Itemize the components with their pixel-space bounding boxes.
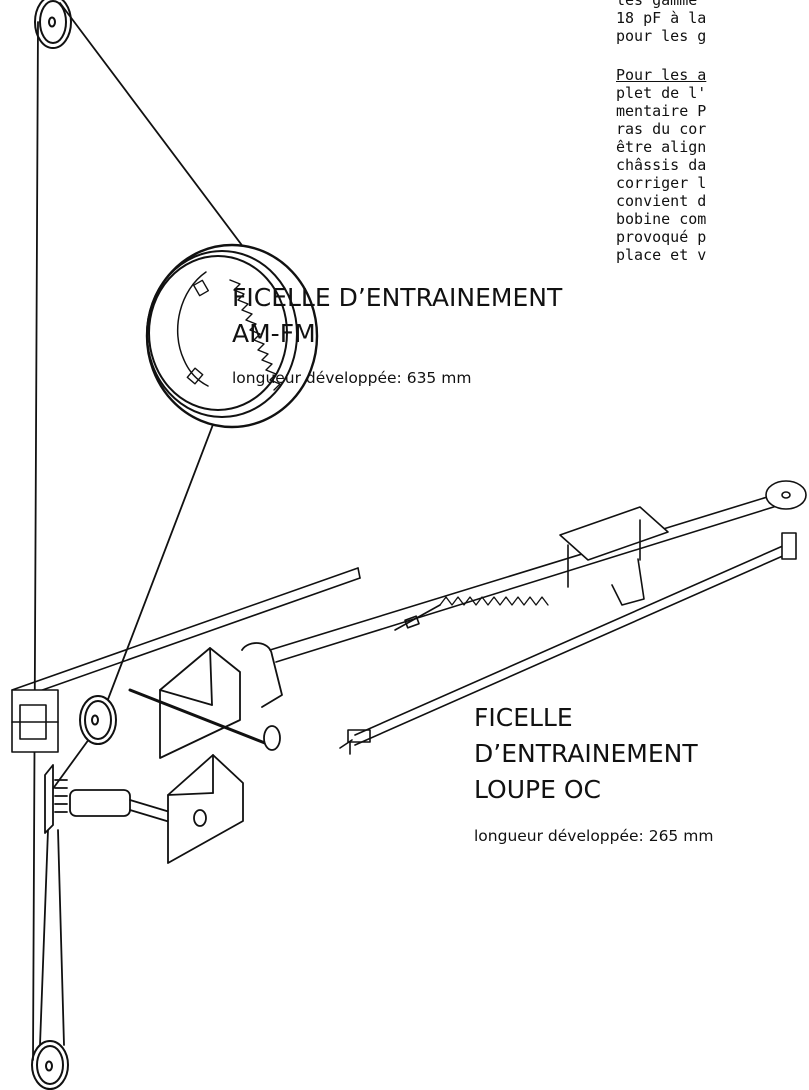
body-text-line: pour les g <box>616 27 707 45</box>
paragraph-line: mentaire P <box>616 102 707 120</box>
paragraph-line: place et v <box>616 246 707 264</box>
paragraph-line: convient d <box>616 192 707 210</box>
top-pulley <box>34 0 72 49</box>
oc-title-line1: FICELLE <box>474 703 573 732</box>
body-text-line: 18 pF à la <box>616 9 707 27</box>
paragraph-line: corriger l <box>616 174 707 192</box>
am-fm-title-line2: AM-FM <box>232 319 316 348</box>
oc-length-label: longueur développée: 265 mm <box>474 827 714 845</box>
paragraph-lead: Pour les a <box>616 66 707 84</box>
oc-title-line2: D’ENTRAINEMENT <box>474 739 698 768</box>
tuning-spindle <box>44 754 244 864</box>
am-fm-cord <box>32 2 263 1061</box>
paragraph-line: être align <box>616 138 707 156</box>
oc-cord <box>269 480 807 755</box>
body-text-line: les gamme <box>616 0 698 9</box>
am-fm-length-label: longueur développée: 635 mm <box>232 369 472 387</box>
paragraph-line: plet de l' <box>616 84 707 102</box>
oc-bracket <box>128 642 283 759</box>
paragraph-line: provoqué p <box>616 228 707 246</box>
chassis-rail <box>11 567 361 753</box>
paragraph-line: ras du cor <box>616 120 707 138</box>
oc-title-line3: LOUPE OC <box>474 775 601 804</box>
large-drum <box>145 243 319 429</box>
paragraph-line: châssis da <box>616 156 707 174</box>
paragraph-line: bobine com <box>616 210 707 228</box>
idler-pulley <box>79 695 117 745</box>
am-fm-title-line1: FICELLE D’ENTRAINEMENT <box>232 283 563 312</box>
bottom-pulley <box>31 1040 69 1090</box>
